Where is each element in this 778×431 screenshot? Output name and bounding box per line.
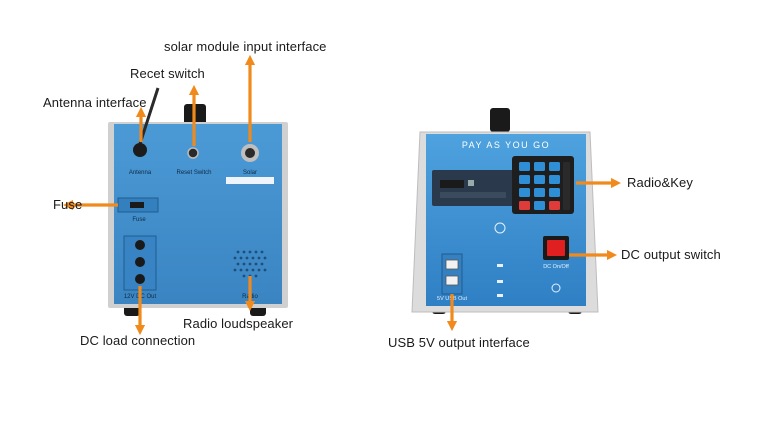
callout-speaker: Radio loudspeaker [183, 316, 293, 331]
callout-dc-switch: DC output switch [621, 247, 721, 262]
callout-fuse: Fuse [53, 197, 82, 212]
usb-port [446, 276, 458, 285]
fuse-label: Fuse [132, 217, 146, 223]
left-device: Antenna Reset Switch Solar Fuse 12V DC O… [108, 88, 288, 316]
right-device: PAY AS YOU GO 5V USB Out [412, 108, 598, 314]
reset-label: Reset Switch [176, 170, 211, 176]
solar-label: Solar [243, 170, 257, 176]
fuse [130, 202, 144, 208]
callout-radio-key: Radio&Key [627, 175, 693, 190]
callout-dc-load: DC load connection [80, 333, 195, 348]
antenna-connector [133, 143, 147, 157]
dc-port [135, 240, 145, 250]
panel-title: PAY AS YOU GO [462, 140, 550, 150]
reset-switch [188, 148, 198, 158]
callout-usb: USB 5V output interface [388, 335, 530, 350]
callout-solar: solar module input interface [164, 39, 327, 54]
usb-port [446, 260, 458, 269]
dc-port [135, 274, 145, 284]
callout-reset: Recet switch [130, 66, 205, 81]
rating-sticker [226, 177, 274, 184]
dc-port [135, 257, 145, 267]
handle [490, 108, 510, 132]
callout-antenna: Antenna interface [43, 95, 147, 110]
switch-label: DC On/Off [543, 264, 569, 270]
antenna-label: Antenna [129, 170, 152, 176]
